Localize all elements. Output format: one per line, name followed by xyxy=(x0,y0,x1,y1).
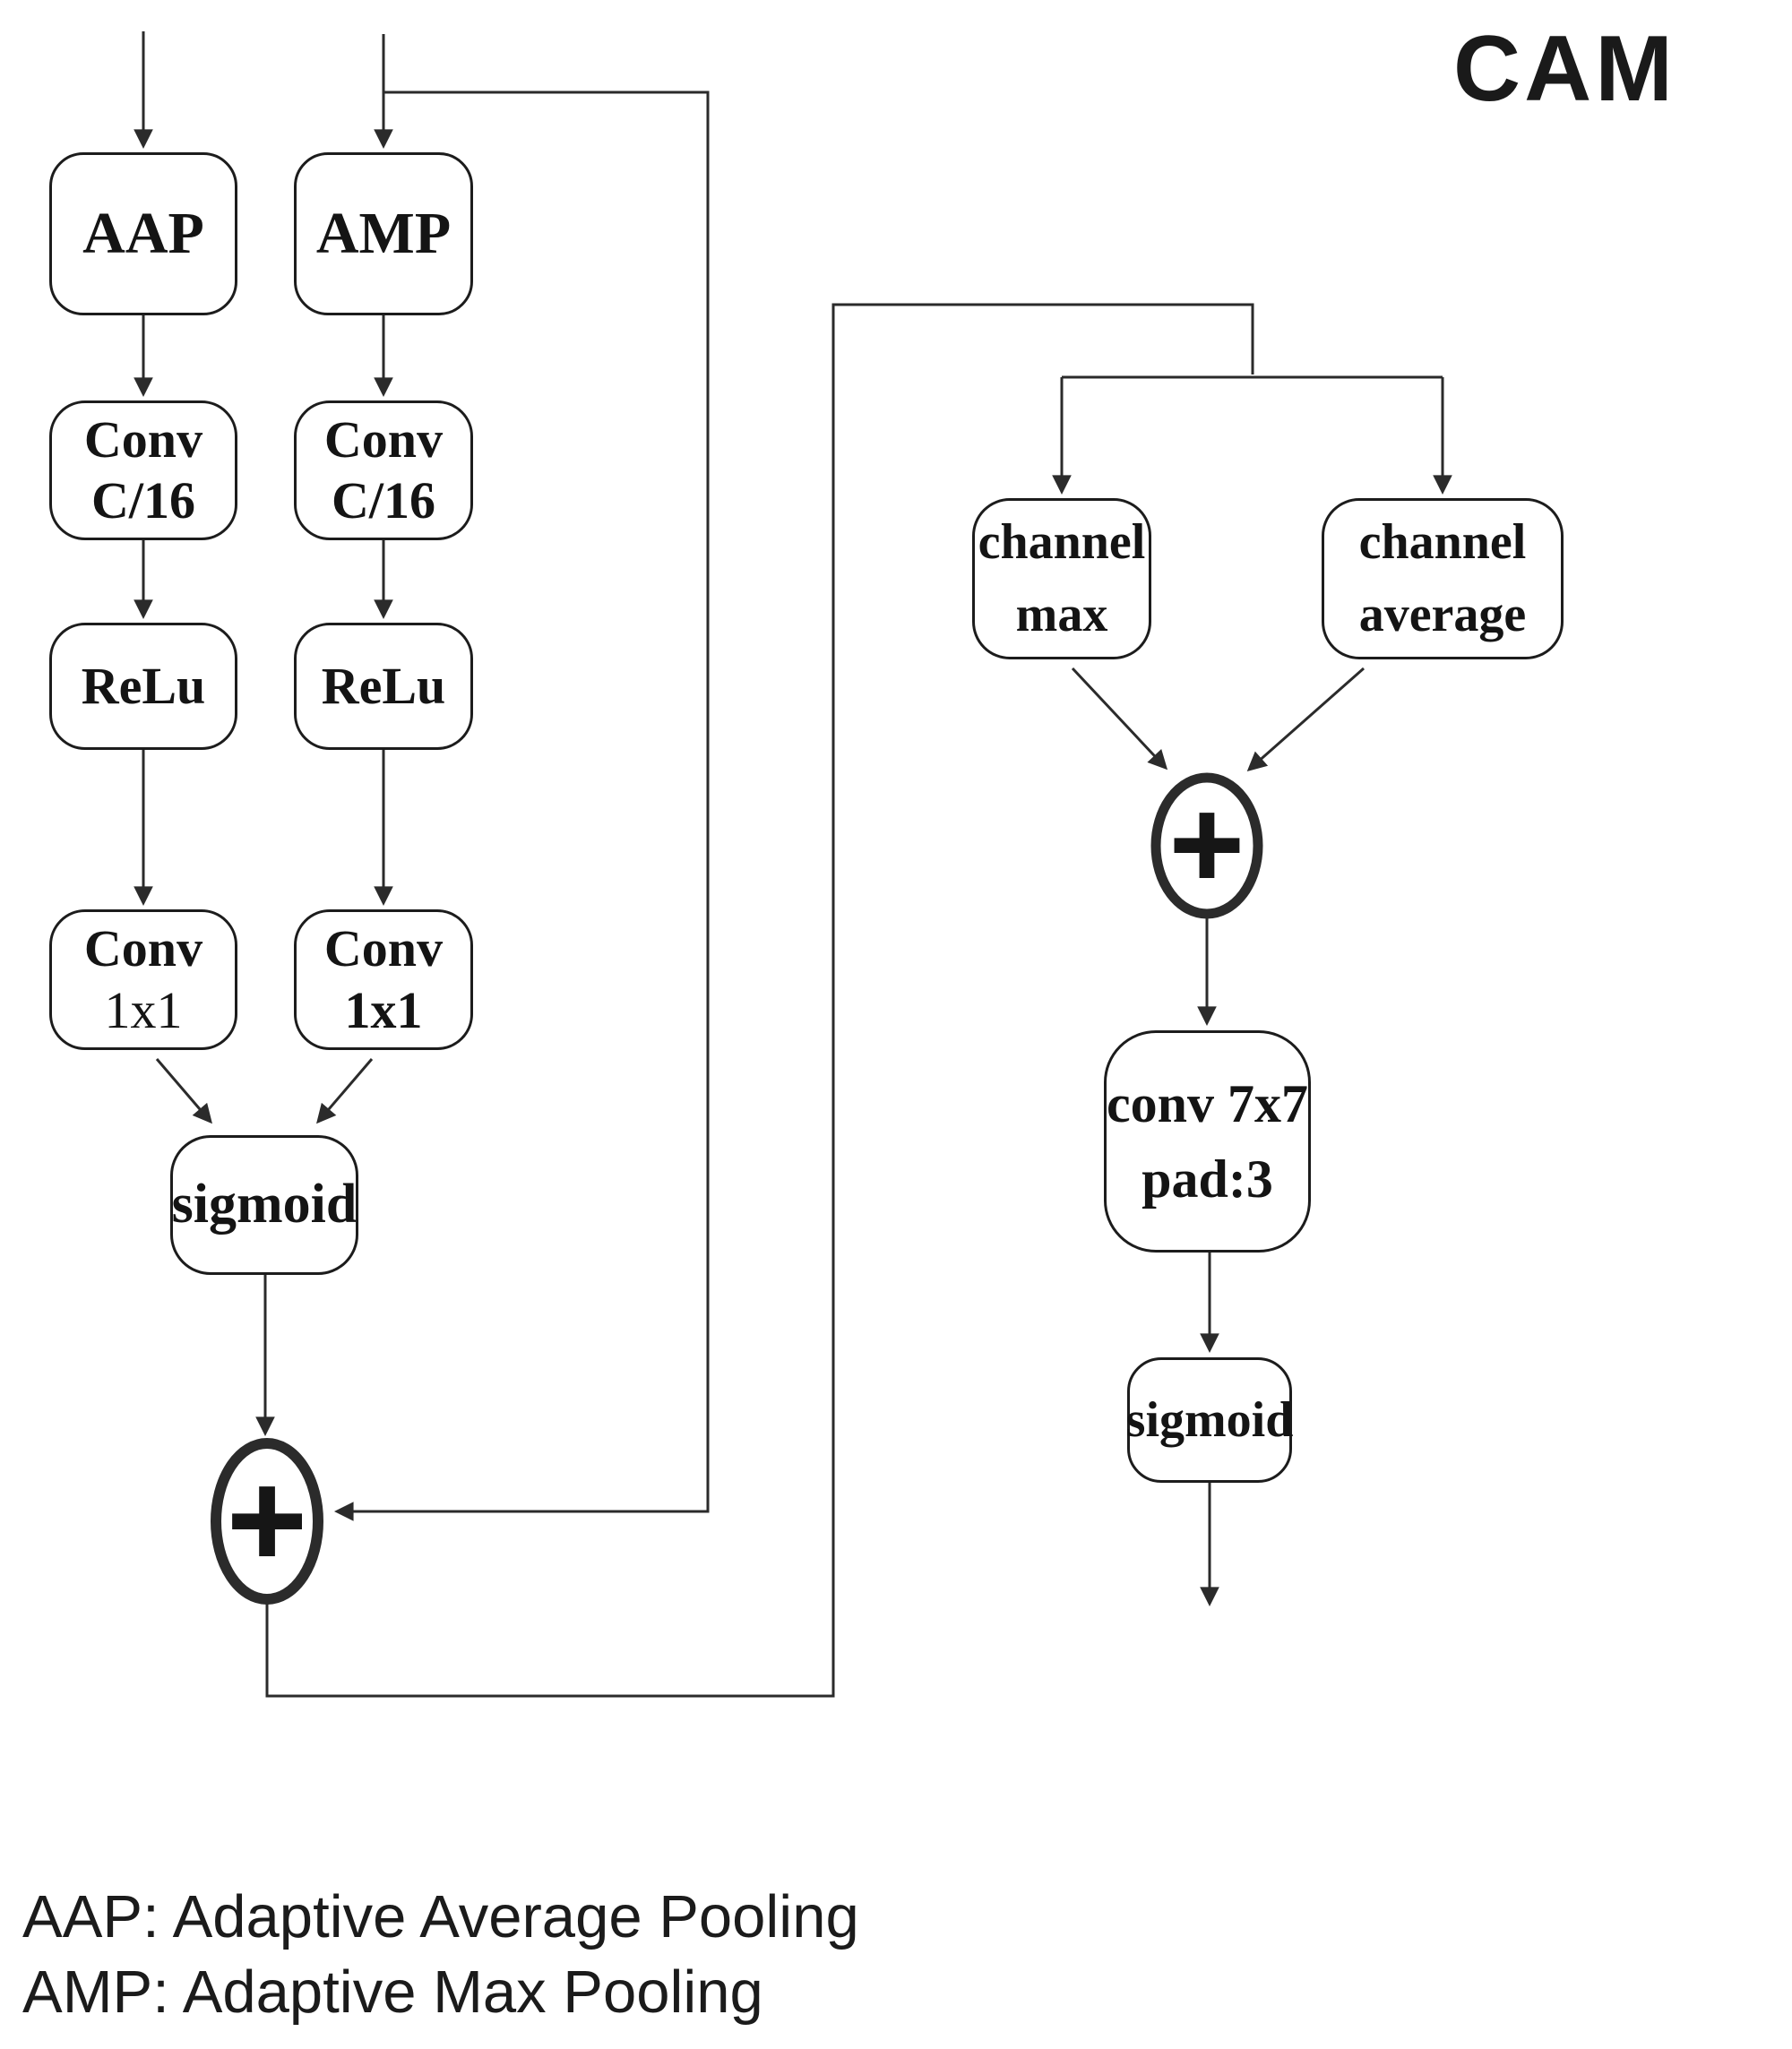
node-relu-right: ReLu xyxy=(294,623,473,750)
node-channel-max-line2: max xyxy=(1015,587,1108,642)
node-amp: AMP xyxy=(294,152,473,315)
node-conv-c16-left: Conv C/16 xyxy=(49,400,237,540)
node-amp-label: AMP xyxy=(315,201,452,267)
node-channel-average-line2: average xyxy=(1358,587,1527,642)
add-operator-right: + xyxy=(1156,778,1258,914)
arrow-channel-average-to-add xyxy=(1246,667,1365,772)
residual-line-amp-to-add xyxy=(333,90,710,1521)
arrow-channel-max-to-add xyxy=(1071,667,1168,771)
node-conv-7x7-line1: conv 7x7 xyxy=(1107,1074,1308,1133)
add-circle-left xyxy=(211,1438,323,1605)
node-conv-c16-right: Conv C/16 xyxy=(294,400,473,540)
node-aap-label: AAP xyxy=(82,201,204,267)
node-conv-c16-left-line1: Conv xyxy=(83,409,203,469)
add-circle-right xyxy=(1150,772,1263,919)
node-channel-average: channel average xyxy=(1322,498,1564,659)
diagram-title: CAM xyxy=(1453,17,1676,121)
legend: AAP: Adaptive Average Pooling AMP: Adapt… xyxy=(22,1880,859,2031)
node-conv-7x7: conv 7x7 pad:3 xyxy=(1104,1030,1311,1253)
node-sigmoid-left: sigmoid xyxy=(170,1135,358,1275)
add-operator-left: + xyxy=(216,1443,318,1599)
node-sigmoid-left-label: sigmoid xyxy=(171,1174,358,1235)
node-aap: AAP xyxy=(49,152,237,315)
legend-line-amp: AMP: Adaptive Max Pooling xyxy=(22,1959,763,2027)
node-relu-left-label: ReLu xyxy=(81,656,206,715)
node-conv-1x1-left-line2: 1x1 xyxy=(104,980,183,1039)
node-conv-c16-right-line2: C/16 xyxy=(332,471,435,529)
plus-icon: + xyxy=(1164,783,1250,901)
node-conv-1x1-left-line1: Conv xyxy=(83,919,203,978)
node-conv-c16-right-line1: Conv xyxy=(323,409,444,469)
node-conv-7x7-line2: pad:3 xyxy=(1142,1149,1273,1209)
node-channel-max-line1: channel xyxy=(978,513,1146,570)
node-channel-average-line1: channel xyxy=(1358,513,1527,570)
node-conv-1x1-left: Conv 1x1 xyxy=(49,909,237,1050)
node-sigmoid-right: sigmoid xyxy=(1125,1357,1294,1483)
node-conv-1x1-right: Conv 1x1 xyxy=(294,909,473,1050)
node-sigmoid-right-label: sigmoid xyxy=(1125,1391,1294,1448)
plus-icon: + xyxy=(221,1454,314,1581)
add-output-routing-line xyxy=(265,303,1254,1698)
node-conv-1x1-right-line1: Conv xyxy=(323,919,444,978)
node-channel-max: channel max xyxy=(972,498,1151,659)
legend-line-aap: AAP: Adaptive Average Pooling xyxy=(22,1883,859,1950)
arrow-conv1x1-to-sigmoid-left xyxy=(155,1058,212,1124)
node-relu-left: ReLu xyxy=(49,623,237,750)
node-conv-1x1-right-line2: 1x1 xyxy=(344,980,423,1039)
node-relu-right-label: ReLu xyxy=(321,656,446,715)
arrow-conv1x1-to-sigmoid-right xyxy=(316,1058,374,1124)
node-conv-c16-left-line2: C/16 xyxy=(91,471,195,529)
